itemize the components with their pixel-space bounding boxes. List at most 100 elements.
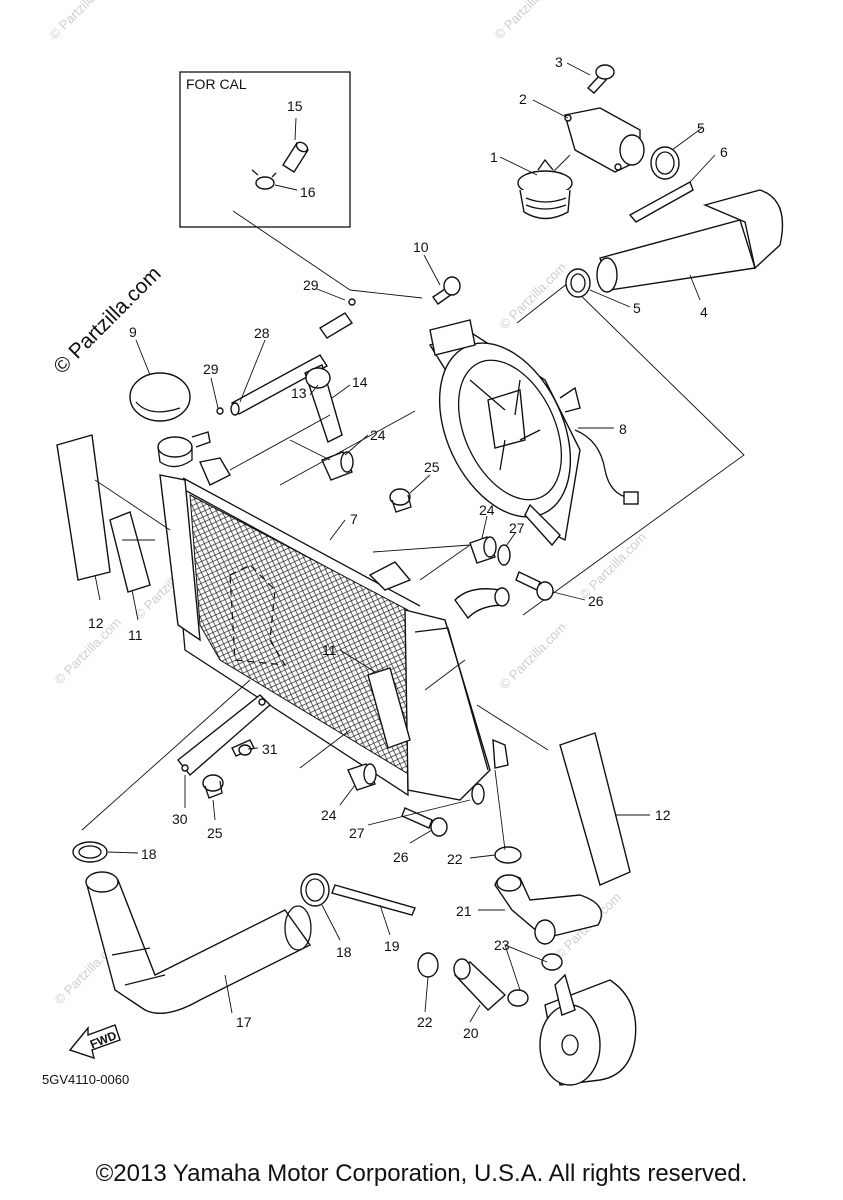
callout-numbers: 1 2 3 4 5 5 6 7 8 9 10 11 11 12 12 13 14… — [88, 54, 728, 1041]
callout-2: 2 — [519, 91, 527, 107]
california-inset: FOR CAL — [179, 71, 351, 228]
bracket-6 — [628, 180, 694, 223]
stay-30 — [177, 694, 272, 777]
leader-line — [232, 210, 351, 291]
hose-clamp-5 — [650, 146, 680, 180]
callout-18: 18 — [336, 944, 352, 960]
callout-6: 6 — [720, 144, 728, 160]
hose-4 — [596, 189, 784, 293]
callout-11: 11 — [322, 642, 337, 658]
hose-clamp-23 — [541, 953, 563, 971]
radiator-sponge-12 — [56, 434, 111, 581]
callout-25: 25 — [207, 825, 223, 841]
hose-20 — [453, 958, 507, 1011]
clip-16 — [251, 169, 277, 190]
forward-arrow-icon: FWD — [68, 1024, 121, 1060]
hose-clamp-23 — [507, 989, 529, 1007]
damper-24 — [347, 763, 377, 791]
callout-22: 22 — [417, 1014, 433, 1030]
callout-20: 20 — [463, 1025, 479, 1041]
collar-25 — [389, 488, 412, 513]
callout-25: 25 — [424, 459, 440, 475]
callout-14: 14 — [352, 374, 368, 390]
hose-clamp-22 — [494, 846, 522, 864]
callout-21: 21 — [456, 903, 472, 919]
radiator-sponge-11 — [367, 667, 411, 749]
thermostat-cover-2 — [564, 107, 645, 173]
callout-29: 29 — [203, 361, 219, 377]
hose-clamp-5 — [565, 268, 591, 298]
bolt-31 — [231, 739, 255, 757]
hose-17 — [85, 871, 312, 1014]
bracket-14 — [304, 364, 343, 443]
callout-10: 10 — [413, 239, 429, 255]
radiator-cap-9 — [129, 372, 211, 468]
callout-23: 23 — [494, 937, 510, 953]
canister-hose-15 — [282, 141, 309, 173]
callout-26: 26 — [393, 849, 409, 865]
callout-7: 7 — [350, 511, 358, 527]
bracket-19 — [331, 884, 416, 916]
inset-box — [179, 71, 351, 228]
callout-26: 26 — [588, 593, 604, 609]
callout-19: 19 — [384, 938, 400, 954]
callout-13: 13 — [291, 385, 307, 401]
watermark: © Partzilla.com — [497, 260, 570, 333]
callout-30: 30 — [172, 811, 188, 827]
callout-27: 27 — [349, 825, 365, 841]
hose-clamp-18 — [300, 873, 330, 907]
callout-24: 24 — [321, 807, 337, 823]
callout-5: 5 — [697, 120, 705, 136]
bolt-10 — [432, 276, 461, 305]
callout-31: 31 — [262, 741, 278, 757]
watermark: © Partzilla.com — [47, 0, 120, 42]
callout-5: 5 — [633, 300, 641, 316]
hose-28 — [216, 298, 356, 416]
washer-27 — [471, 783, 485, 805]
washer-27 — [497, 544, 511, 566]
callout-22: 22 — [447, 851, 463, 867]
callout-11: 11 — [128, 627, 143, 643]
group-lines — [81, 410, 549, 851]
callout-8: 8 — [619, 421, 627, 437]
callout-17: 17 — [236, 1014, 252, 1030]
bolt-26 — [401, 807, 448, 837]
callout-15: 15 — [287, 98, 303, 114]
hose-clamp-22 — [417, 952, 439, 978]
leader-line — [349, 289, 423, 299]
callout-12: 12 — [88, 615, 104, 631]
fan-group-lines — [516, 282, 745, 616]
callout-12: 12 — [655, 807, 671, 823]
watermark: © Partzilla.com — [577, 530, 650, 603]
callout-1: 1 — [490, 149, 498, 165]
callout-24: 24 — [370, 427, 386, 443]
callout-16: 16 — [300, 184, 316, 200]
hose-clamp-18 — [72, 841, 108, 863]
damper-24 — [321, 451, 354, 481]
watermark: © Partzilla.com — [497, 620, 570, 693]
copyright-notice: ©2013 Yamaha Motor Corporation, U.S.A. A… — [95, 1160, 748, 1187]
radiator-sponge-12 — [559, 732, 631, 886]
callout-27: 27 — [509, 520, 525, 536]
fwd-label: FWD — [88, 1028, 119, 1051]
hose-21 — [494, 874, 603, 945]
bolt-3 — [586, 64, 615, 94]
callout-3: 3 — [555, 54, 563, 70]
collar-25 — [202, 774, 224, 799]
callout-29: 29 — [303, 277, 319, 293]
watermark-main: © Partzilla.com — [49, 262, 165, 378]
damper-24 — [469, 536, 497, 564]
bolt-26 — [515, 571, 554, 601]
thermostat-1 — [517, 158, 573, 220]
inset-title: FOR CAL — [186, 76, 247, 92]
callout-28: 28 — [254, 325, 270, 341]
callout-24: 24 — [479, 502, 495, 518]
oil-cooler — [539, 973, 637, 1086]
leader-lines — [94, 62, 716, 1023]
watermark: © Partzilla.com — [492, 0, 565, 42]
callout-9: 9 — [129, 324, 137, 340]
callout-4: 4 — [700, 304, 708, 320]
fan-assembly-8 — [428, 319, 639, 547]
radiator-sponge-11 — [109, 511, 151, 593]
